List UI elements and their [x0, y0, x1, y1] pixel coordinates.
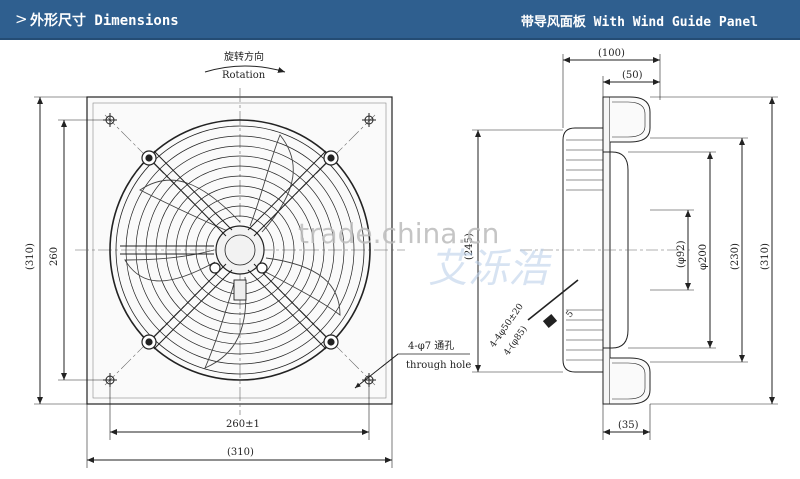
watermark-text: trade.china.cn — [298, 217, 499, 250]
dim-310-side: (310) — [760, 243, 771, 270]
wind-guide-top — [610, 96, 651, 143]
dim-outer-left: (310) — [25, 243, 36, 270]
header-bar: > 外形尺寸 Dimensions 带导风面板 With Wind Guide … — [0, 0, 800, 40]
side-panel-plate — [602, 96, 611, 405]
dim-phi92: (φ92) — [676, 240, 687, 268]
chevron-right-icon: > — [15, 10, 28, 28]
side-view — [472, 54, 778, 440]
rotation-label-cn: 旋转方向 — [224, 50, 264, 63]
guard-ring-outer — [109, 119, 371, 381]
fan-blades — [124, 134, 341, 369]
dim-230: (230) — [730, 243, 741, 270]
mounting-screw — [527, 279, 579, 321]
dim-5: 5 — [565, 309, 577, 320]
wind-guide-panel-title: 带导风面板 With Wind Guide Panel — [520, 15, 758, 30]
dim-outer-bottom: (310) — [227, 447, 254, 458]
front-view — [34, 65, 470, 468]
rotation-label-en: Rotation — [222, 70, 266, 81]
dim-245: (245) — [464, 233, 475, 260]
dimensions-title: 外形尺寸 Dimensions — [30, 13, 179, 29]
hole-label-en: through hole — [406, 360, 471, 371]
hole-label-cn: 4-φ7 通孔 — [408, 340, 454, 352]
junction-box — [233, 279, 247, 301]
plate-inner-border — [92, 102, 387, 399]
dim-50: (50) — [622, 70, 643, 81]
dim-phi200: φ200 — [698, 244, 709, 270]
dim-inner-bottom: 260±1 — [226, 419, 260, 430]
arm-bolts — [141, 150, 339, 350]
motor-hub — [215, 225, 265, 275]
guard-arms — [120, 150, 333, 350]
dim-35: (35) — [618, 420, 639, 431]
wind-guide-bottom — [610, 357, 651, 405]
dim-inner-left: 260 — [49, 247, 60, 266]
watermark-brand: 艾泺浩 — [428, 246, 552, 292]
rotation-arrow — [204, 65, 286, 73]
dim-100: (100) — [598, 48, 625, 59]
